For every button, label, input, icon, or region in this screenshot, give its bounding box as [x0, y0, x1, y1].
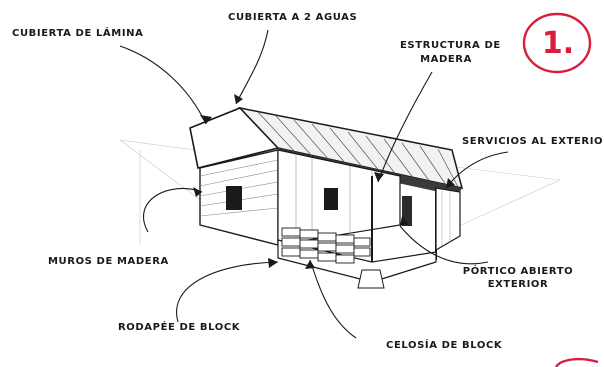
- arrowheads: [193, 94, 455, 269]
- label-muros-madera: MUROS DE MADERA: [48, 256, 169, 267]
- label-cubierta-lamina: CUBIERTA DE LÁMINA: [12, 28, 144, 39]
- badge-number: 1.: [541, 26, 575, 61]
- label-estructura-madera-1: ESTRUCTURA DE: [400, 40, 501, 51]
- label-servicios-exterior: SERVICIOS AL EXTERIOR: [462, 136, 604, 147]
- label-portico-1: PÓRTICO ABIERTO: [462, 266, 574, 277]
- label-rodapee-block: RODAPÉE DE BLOCK: [118, 322, 241, 333]
- left-wall: [199, 149, 279, 246]
- window-front: [324, 188, 338, 210]
- window-left: [226, 186, 242, 210]
- label-estructura-madera-2: MADERA: [420, 54, 472, 65]
- badge-circle: [522, 12, 592, 74]
- label-cubierta-2-aguas: CUBIERTA A 2 AGUAS: [228, 12, 358, 23]
- front-wall: [277, 149, 401, 246]
- block-lattice: [281, 227, 371, 264]
- label-portico-2: EXTERIOR: [487, 279, 549, 290]
- leader-lines: [119, 29, 509, 339]
- label-celosia-block: CELOSÍA DE BLOCK: [386, 340, 503, 351]
- next-badge-arc: [554, 357, 599, 367]
